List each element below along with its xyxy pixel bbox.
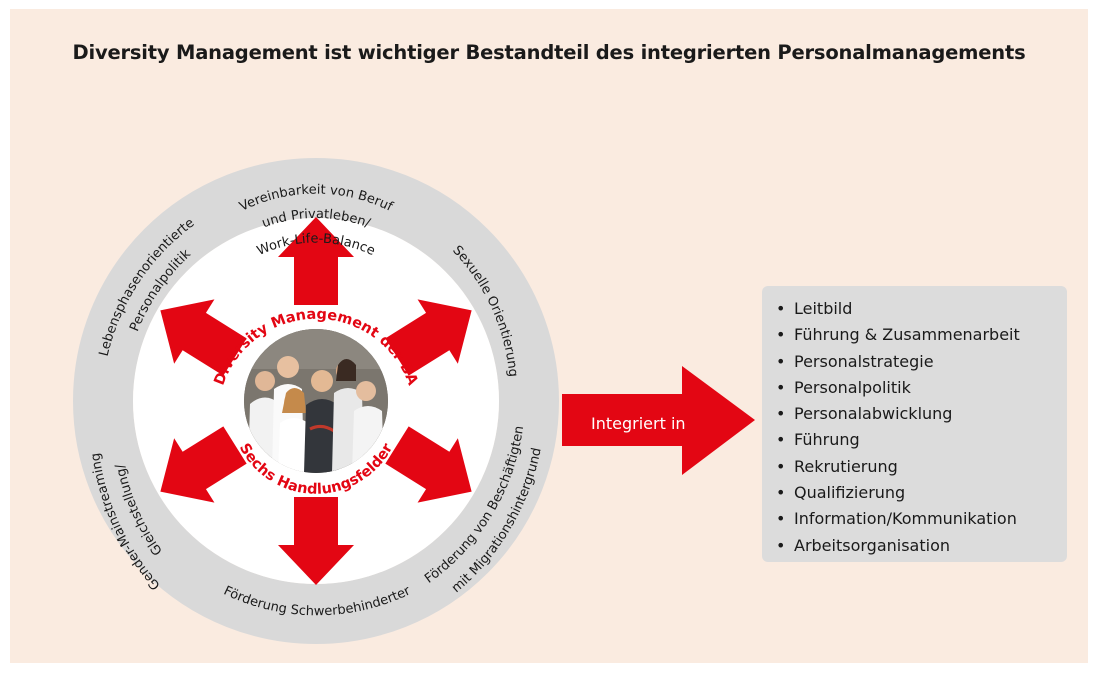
arrow-upper-right (385, 299, 472, 376)
list-item-label: Personalabwicklung (794, 404, 953, 424)
bullet-icon: • (776, 430, 786, 450)
bullet-icon: • (776, 483, 786, 503)
list-item-label: Personalstrategie (794, 351, 934, 371)
diagram-canvas: Diversity Management ist wichtiger Besta… (10, 9, 1088, 663)
list-item: • Qualifizierung (776, 480, 1020, 506)
outer-ring (73, 158, 559, 644)
bullet-icon: • (776, 351, 786, 371)
list-item-label: Führung (794, 430, 860, 450)
integration-list: • Leitbild • Führung & Zusammenarbeit • Per… (776, 296, 1020, 559)
bullet-icon: • (776, 404, 786, 424)
integration-arrow-label: Integriert in (591, 414, 686, 433)
list-item: • Führung (776, 427, 1020, 453)
list-item-label: Führung & Zusammenarbeit (794, 325, 1020, 345)
list-item: • Arbeitsorganisation (776, 533, 1020, 559)
list-item: • Personalstrategie (776, 349, 1020, 375)
list-item: • Führung & Zusammenarbeit (776, 322, 1020, 348)
arrow-up (278, 217, 354, 305)
list-item-label: Rekrutierung (794, 456, 898, 476)
list-item: • Leitbild (776, 296, 1020, 322)
list-item: • Rekrutierung (776, 454, 1020, 480)
bullet-icon: • (776, 299, 786, 318)
integration-list-box: • Leitbild • Führung & Zusammenarbeit • Per… (762, 286, 1067, 562)
list-item-label: Arbeitsorganisation (794, 535, 950, 555)
arrow-lower-left (160, 426, 247, 503)
bullet-icon: • (776, 377, 786, 397)
list-item-label: Leitbild (794, 299, 853, 318)
team-photo (244, 329, 388, 473)
arrow-down (278, 497, 354, 585)
integration-arrow (562, 366, 755, 475)
page-title: Diversity Management ist wichtiger Besta… (72, 41, 1026, 64)
arrows-group (160, 217, 472, 585)
diversity-diagram: Diversity Management der BA Sechs Handlu… (73, 158, 755, 644)
list-item-label: Information/Kommunikation (794, 509, 1017, 529)
bullet-icon: • (776, 509, 786, 529)
arrow-lower-right (385, 426, 472, 503)
bullet-icon: • (776, 456, 786, 476)
arrow-upper-left (160, 299, 247, 376)
list-item-label: Personalpolitik (794, 377, 911, 397)
list-item: • Personalpolitik (776, 375, 1020, 401)
bullet-icon: • (776, 535, 786, 555)
list-item: • Information/Kommunikation (776, 506, 1020, 532)
list-item-label: Qualifizierung (794, 483, 906, 503)
list-item: • Personalabwicklung (776, 401, 1020, 427)
bullet-icon: • (776, 325, 786, 345)
